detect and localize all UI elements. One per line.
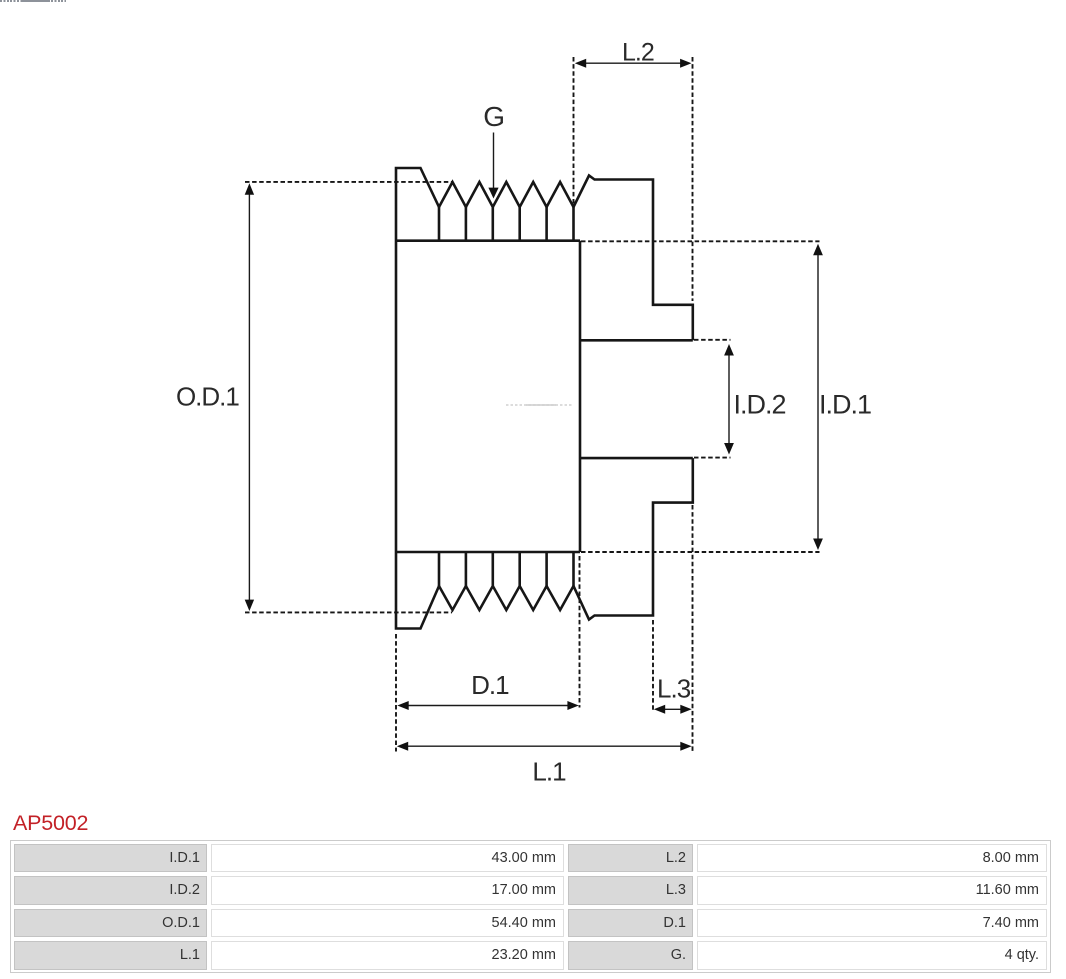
svg-text:O.D.1: O.D.1 — [176, 382, 239, 412]
svg-text:L.1: L.1 — [532, 757, 566, 787]
svg-text:I.D.2: I.D.2 — [734, 390, 786, 420]
svg-text:I.D.1: I.D.1 — [819, 390, 871, 420]
svg-text:L.2: L.2 — [622, 39, 654, 67]
svg-text:G: G — [483, 101, 504, 132]
svg-text:L.3: L.3 — [657, 674, 691, 704]
svg-text:D.1: D.1 — [471, 670, 509, 700]
